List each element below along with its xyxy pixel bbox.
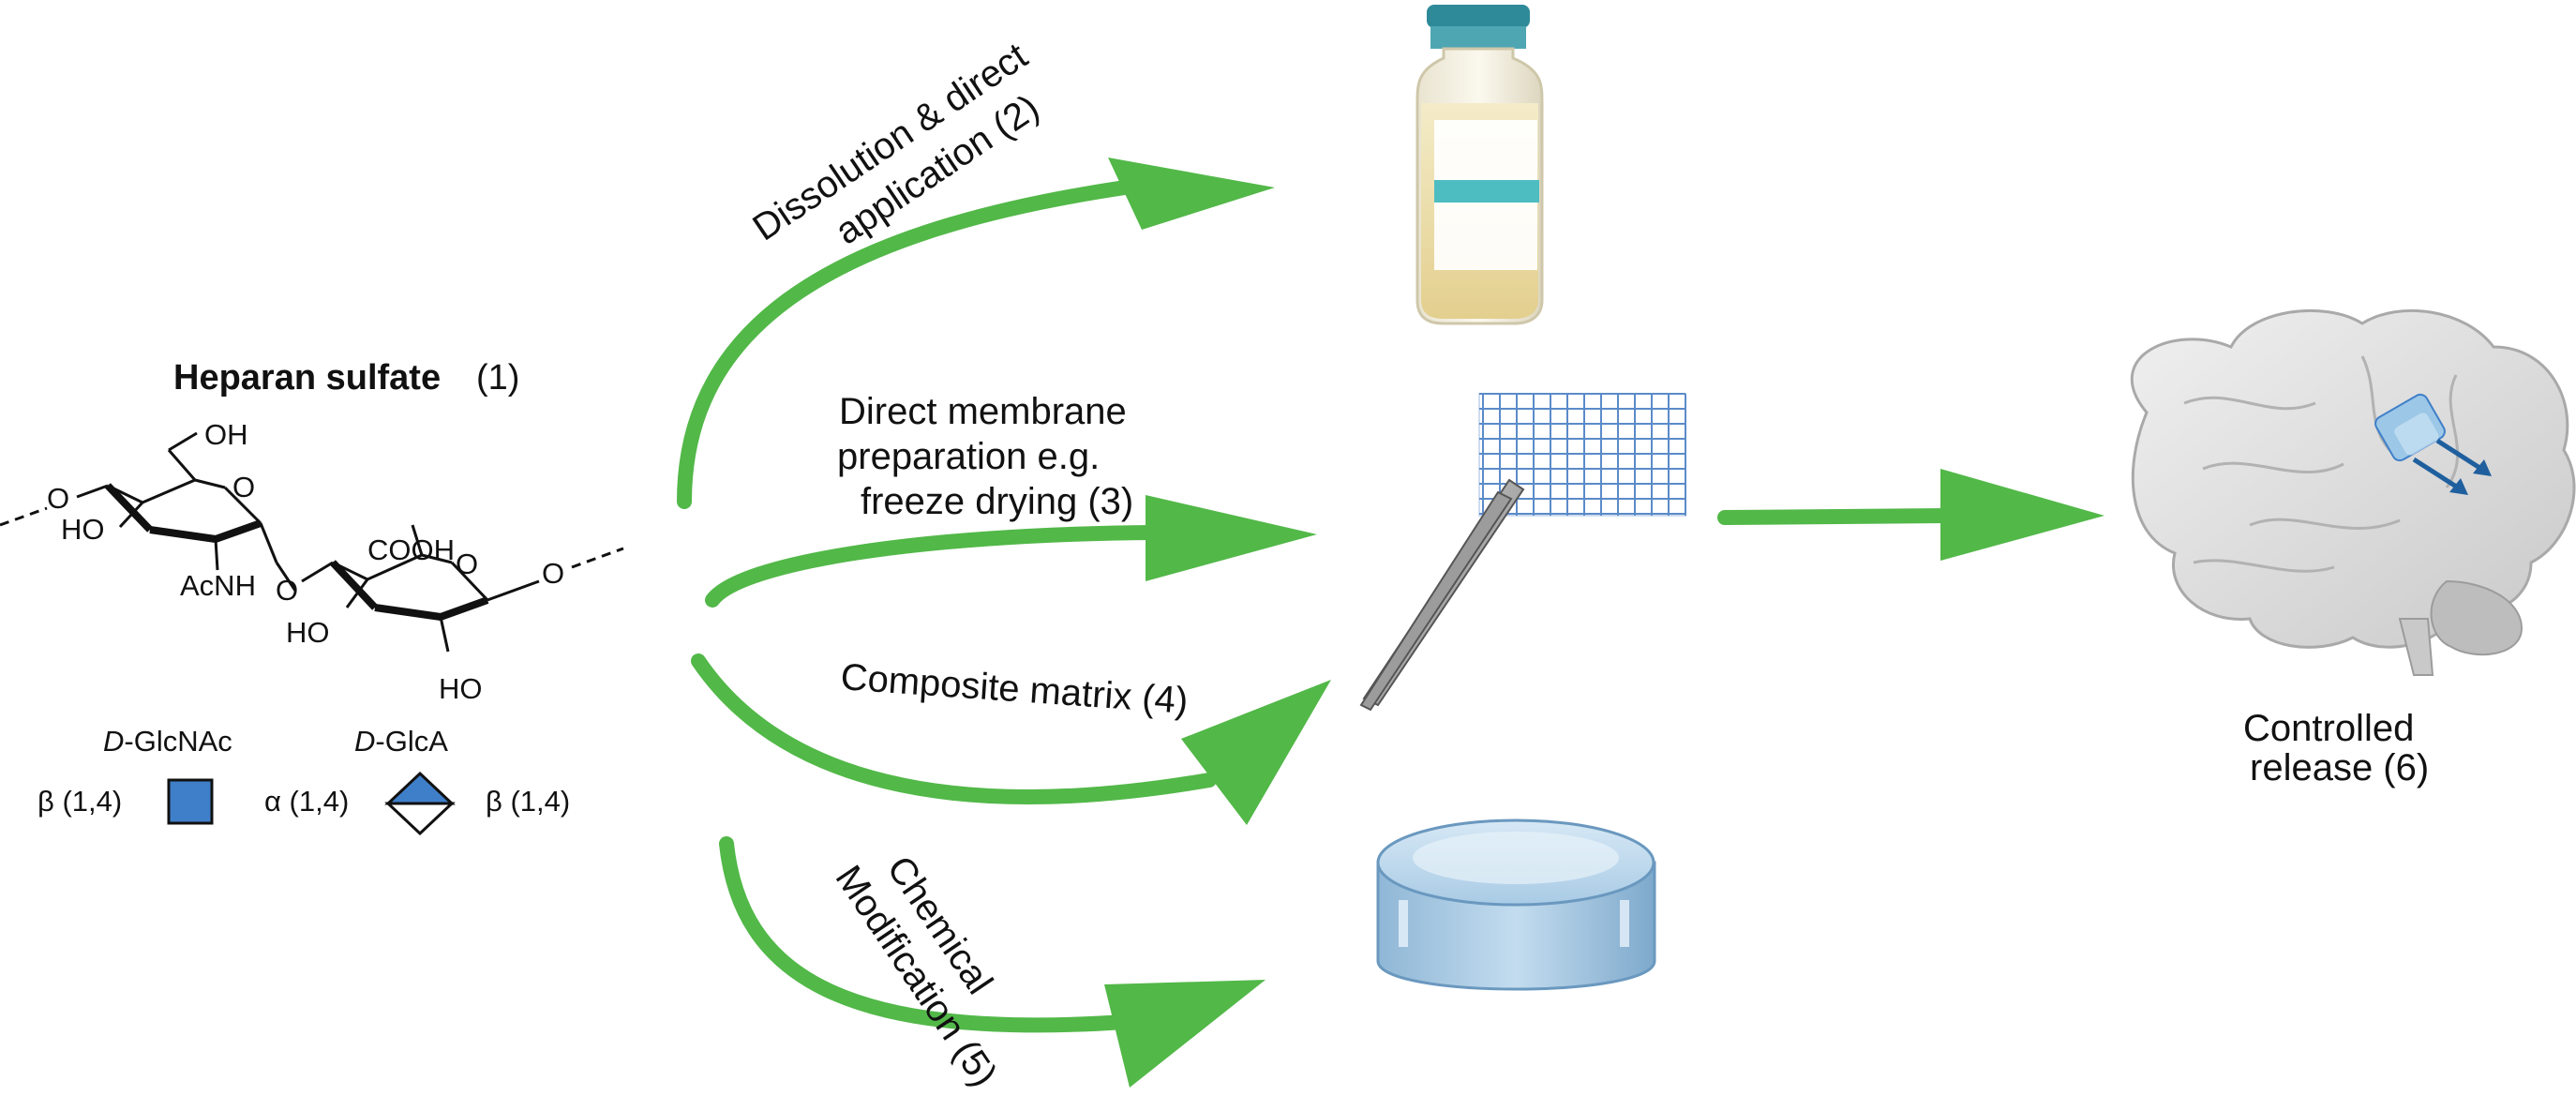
brain-icon [2131, 308, 2576, 676]
arrow-route-2 [677, 180, 1132, 509]
route-arrows [677, 180, 1957, 1033]
glca-label: D-GlcA [354, 725, 448, 758]
heparan-sulfate-structure: Heparan sulfate (1) OH O O HO AcNH O [0, 358, 624, 705]
ho-label-3: HO [439, 672, 483, 705]
glca-ring [301, 524, 624, 653]
oh-label: OH [204, 418, 248, 451]
route-arrowheads [1104, 158, 2104, 1088]
glca-diamond-icon [384, 771, 456, 836]
glcnac-ring [0, 431, 297, 592]
cooh-label: COOH [367, 533, 455, 566]
arrow-route-3 [705, 525, 1161, 608]
route-label-4: Composite matrix (4) [839, 656, 1189, 722]
ring-oxygen-left: O [47, 482, 69, 515]
ring-oxygen-glca: O [456, 548, 478, 580]
route-3-line-2: preparation e.g. [837, 436, 1100, 477]
acnh-label: AcNH [180, 569, 256, 602]
release-arrows-icon [2412, 438, 2492, 495]
vial-icon [1415, 5, 1544, 325]
structure-title: Heparan sulfate [173, 358, 441, 398]
glycosidic-oxygen: O [276, 574, 298, 607]
ring-oxygen-glcnac: O [232, 471, 255, 503]
arrow-route-4 [691, 653, 1217, 804]
result-line-2: release (6) [2250, 747, 2429, 788]
linkage-beta-1: β (1,4) [37, 785, 122, 818]
mesh-membrane-icon [1478, 393, 1686, 517]
route-label-5: Chemical Modification (5) [828, 848, 1005, 1093]
linkage-alpha: α (1,4) [264, 785, 349, 818]
hydrogel-disc-icon [1376, 818, 1656, 991]
monosaccharide-legend: D-GlcNAc D-GlcA β (1,4) α (1,4) β (1,4) [37, 725, 570, 836]
result-line-1: Controlled [2243, 708, 2414, 749]
glcnac-square-icon [167, 778, 214, 825]
route-label-3: Direct membrane preparation e.g. freeze … [837, 391, 1133, 522]
route-label-2: Dissolution & direct application (2) [745, 36, 1046, 253]
route-3-line-1: Direct membrane [839, 391, 1127, 432]
ring-oxygen-right: O [542, 557, 564, 590]
arrow-route-5 [719, 836, 1132, 1033]
implant-icon [2374, 393, 2446, 462]
tweezers-icon [1359, 478, 1525, 712]
ho-label-1: HO [61, 513, 105, 546]
route-3-line-3: freeze drying (3) [861, 481, 1133, 522]
linkage-beta-2: β (1,4) [486, 785, 570, 818]
structure-number: (1) [476, 358, 519, 398]
glcnac-label: D-GlcNAc [103, 725, 232, 758]
arrow-to-brain [1717, 508, 1957, 525]
ho-label-2: HO [286, 616, 330, 649]
